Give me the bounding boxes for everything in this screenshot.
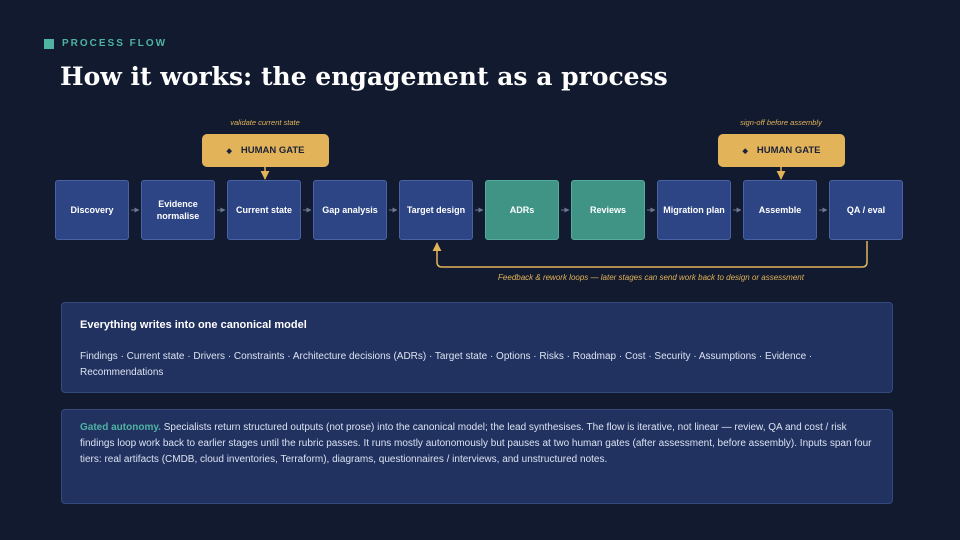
diamond-icon: ◆	[742, 147, 748, 155]
section-eyebrow: PROCESS FLOW	[44, 38, 167, 49]
stage-reviews: Reviews	[571, 180, 645, 240]
stage-gap-analysis: Gap analysis	[313, 180, 387, 240]
stage-current-state: Current state	[227, 180, 301, 240]
feedback-loop-line	[432, 241, 868, 268]
gated-autonomy-panel: Gated autonomy. Specialists return struc…	[61, 409, 893, 504]
panel-lead: Gated autonomy.	[80, 422, 161, 433]
gate-label: HUMAN GATE	[756, 145, 821, 156]
human-gate-current-state: ◆ HUMAN GATE	[202, 134, 329, 167]
stage-evidence-normalise: Evidence normalise	[141, 180, 215, 240]
gate-label: HUMAN GATE	[240, 145, 305, 156]
feedback-loop-label: Feedback & rework loops — later stages c…	[498, 273, 804, 282]
page-title: How it works: the engagement as a proces…	[60, 62, 668, 91]
stage-discovery: Discovery	[55, 180, 129, 240]
eyebrow-square-icon	[44, 38, 54, 49]
panel-heading: Everything writes into one canonical mod…	[80, 319, 307, 331]
flow-connectors	[131, 167, 868, 268]
human-gate-assembly: ◆ HUMAN GATE	[718, 134, 845, 167]
panel-body: Gated autonomy. Specialists return struc…	[80, 420, 874, 468]
eyebrow-label: PROCESS FLOW	[62, 38, 168, 49]
panel-text: Specialists return structured outputs (n…	[80, 422, 872, 465]
gate-caption: validate current state	[230, 118, 300, 127]
stage-adrs: ADRs	[485, 180, 559, 240]
stage-assemble: Assemble	[743, 180, 817, 240]
canonical-model-panel: Everything writes into one canonical mod…	[61, 302, 893, 393]
stage-migration-plan: Migration plan	[657, 180, 731, 240]
stage-qa-eval: QA / eval	[829, 180, 903, 240]
stage-target-design: Target design	[399, 180, 473, 240]
diamond-icon: ◆	[226, 147, 232, 155]
panel-body: Findings · Current state · Drivers · Con…	[80, 351, 813, 378]
gate-caption: sign-off before assembly	[740, 118, 822, 127]
